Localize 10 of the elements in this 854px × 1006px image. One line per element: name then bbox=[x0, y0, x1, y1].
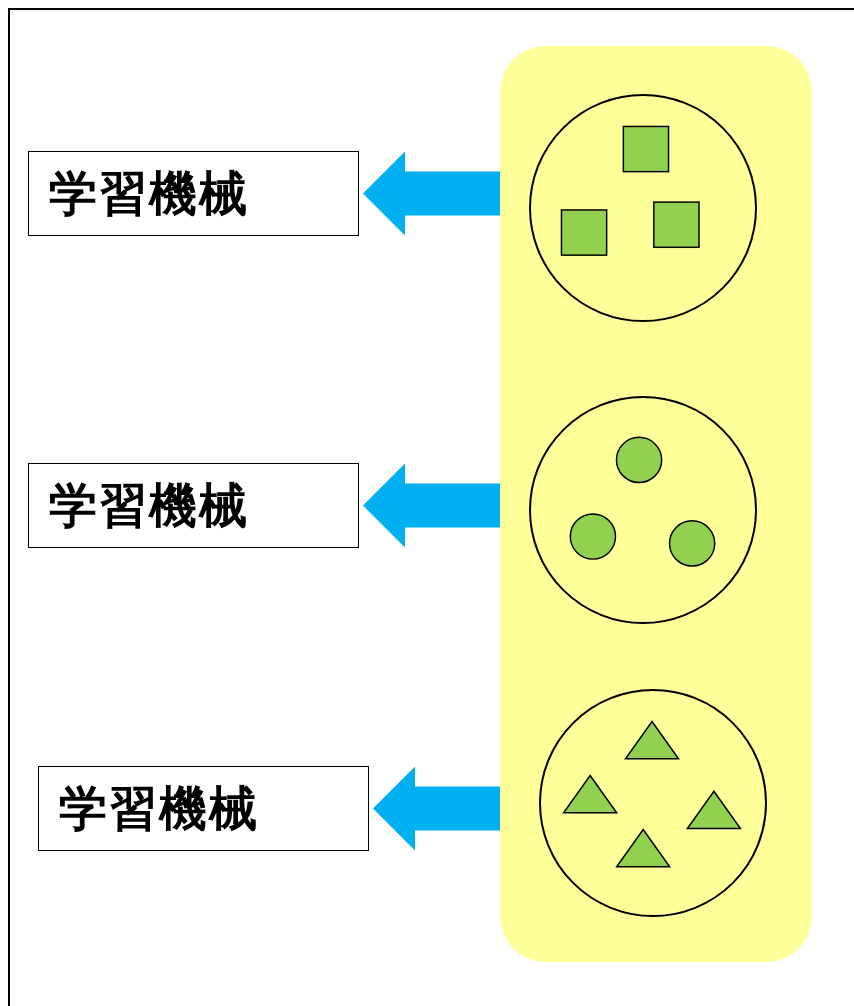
arrow bbox=[363, 151, 500, 236]
label-box bbox=[28, 151, 359, 236]
box-label: 学習機械 bbox=[59, 778, 259, 838]
box-label: 学習機械 bbox=[49, 475, 249, 535]
arrow bbox=[373, 766, 500, 851]
group-band bbox=[500, 46, 812, 962]
label-box bbox=[28, 463, 359, 548]
arrow bbox=[363, 463, 500, 548]
box-label: 学習機械 bbox=[49, 163, 249, 223]
label-box bbox=[38, 766, 369, 851]
